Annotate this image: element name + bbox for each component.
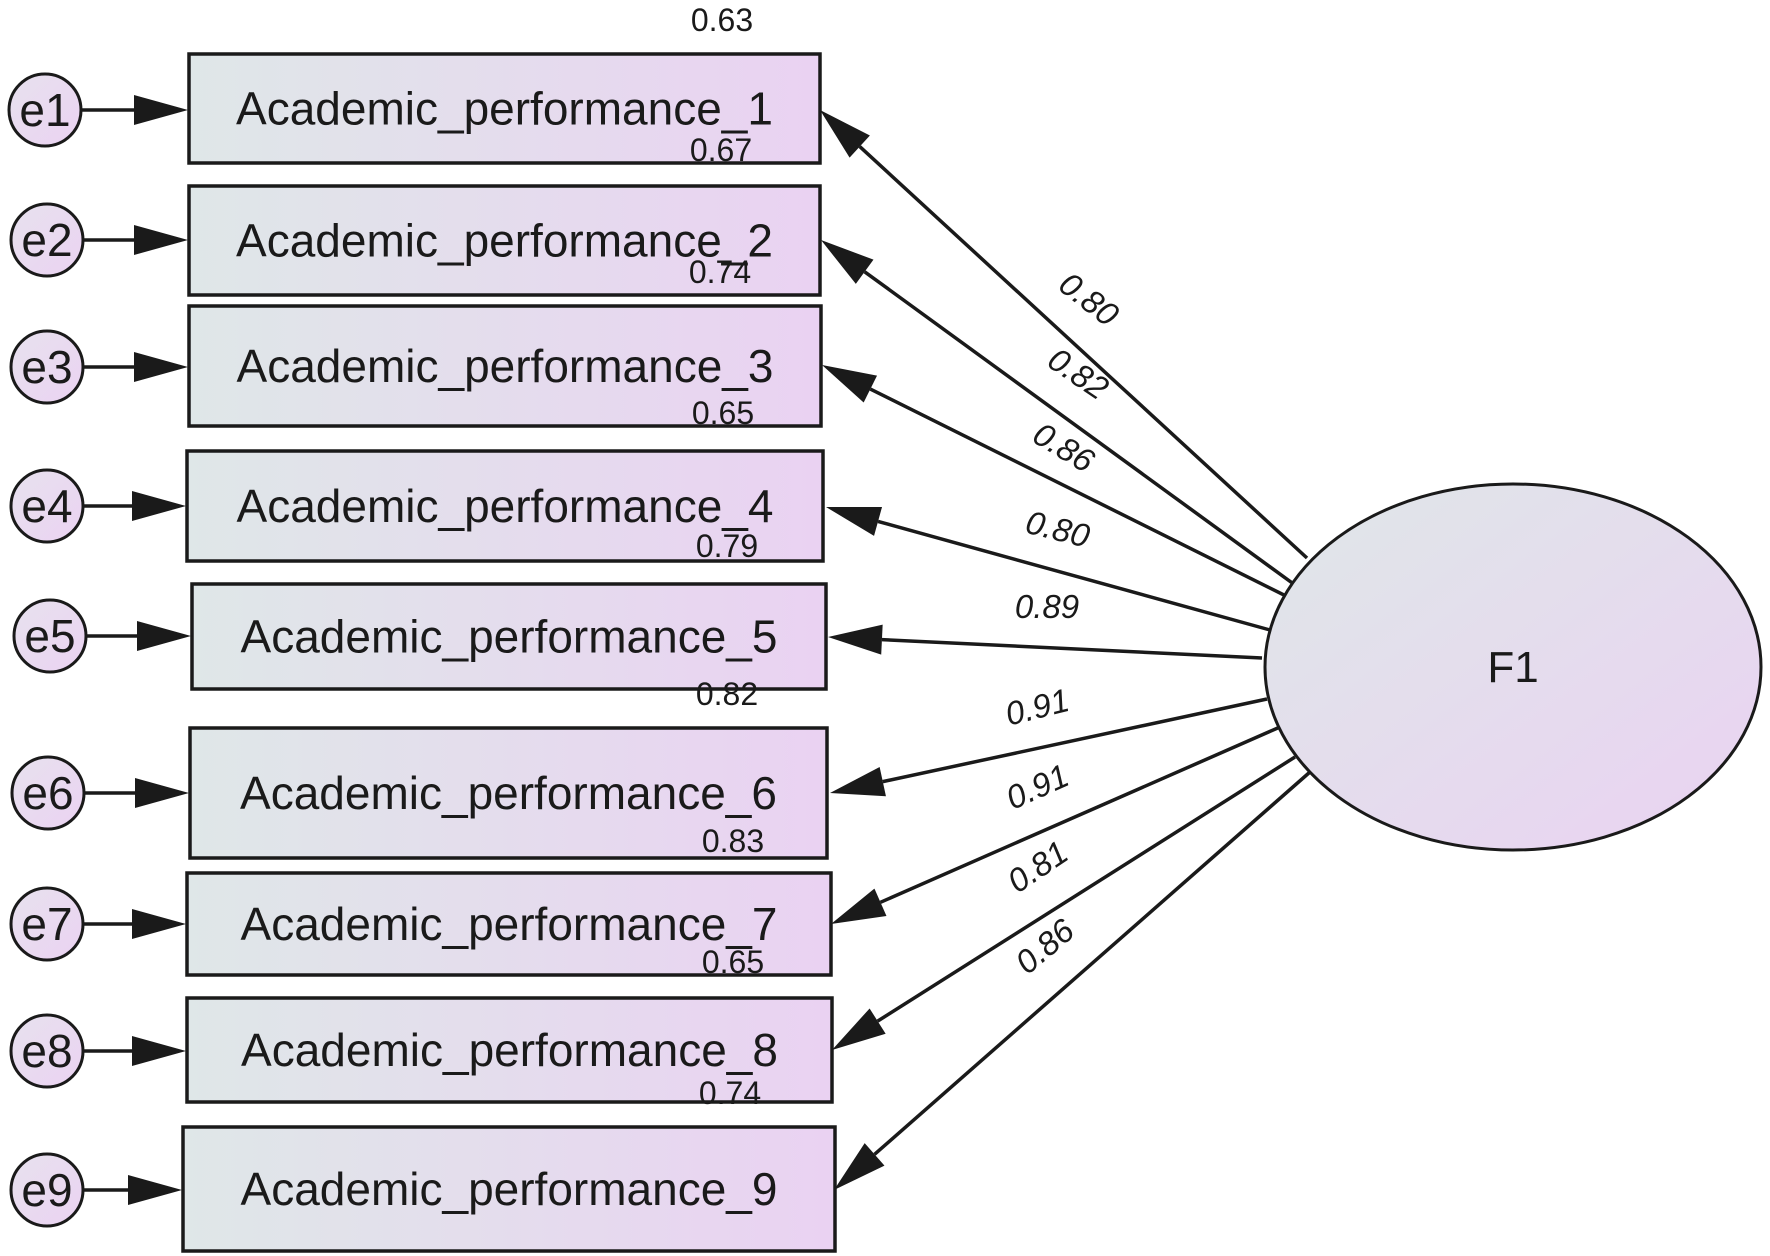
indicator-box[interactable] bbox=[181, 1125, 837, 1253]
indicator-label: Academic_performance_1 bbox=[236, 83, 773, 135]
indicator-6[interactable]: e6 Academic_performance_6 0.82 bbox=[10, 676, 829, 860]
loading-label-4: 0.80 bbox=[1022, 503, 1094, 555]
indicator-label: Academic_performance_3 bbox=[237, 340, 774, 392]
indicator-label: Academic_performance_8 bbox=[241, 1024, 778, 1076]
loading-arrowhead bbox=[828, 624, 883, 655]
loading-arrowhead bbox=[820, 110, 870, 158]
error-arrowhead bbox=[134, 95, 188, 125]
indicator-box[interactable] bbox=[187, 52, 822, 165]
r-squared-label-6: 0.82 bbox=[696, 676, 758, 712]
error-arrowhead bbox=[132, 1036, 186, 1066]
indicator-box[interactable] bbox=[190, 582, 828, 691]
indicator-box[interactable] bbox=[185, 871, 833, 977]
loading-label-1: 0.80 bbox=[1052, 265, 1126, 334]
loading-arrowhead bbox=[832, 1008, 886, 1050]
indicator-label: Academic_performance_6 bbox=[240, 767, 777, 819]
error-arrowhead bbox=[135, 778, 189, 808]
indicator-1[interactable]: e1 Academic_performance_1 0.63 bbox=[7, 2, 822, 165]
loading-path-line bbox=[879, 725, 1281, 904]
error-arrowhead bbox=[132, 909, 186, 939]
loading-arrowhead bbox=[822, 365, 878, 403]
loading-arrowhead bbox=[834, 1143, 885, 1190]
loading-arrowhead bbox=[831, 888, 887, 924]
indicator-2[interactable]: e2 Academic_performance_2 0.67 bbox=[9, 132, 822, 297]
loading-path-line bbox=[882, 697, 1268, 784]
error-arrowhead bbox=[134, 225, 188, 255]
loading-path-3: 0.86 bbox=[822, 365, 1291, 600]
indicator-9[interactable]: e9 Academic_performance_9 0.74 bbox=[9, 1075, 837, 1253]
indicator-label: Academic_performance_5 bbox=[241, 611, 778, 663]
indicator-4[interactable]: e4 Academic_performance_4 0.65 bbox=[9, 395, 825, 563]
loading-path-line bbox=[881, 637, 1263, 660]
r-squared-label-9: 0.74 bbox=[699, 1075, 761, 1111]
loading-label-3: 0.86 bbox=[1027, 415, 1102, 480]
indicator-8[interactable]: e8 Academic_performance_8 0.65 bbox=[9, 944, 834, 1104]
error-term-label: e8 bbox=[21, 1025, 72, 1077]
loading-arrowhead bbox=[821, 240, 874, 284]
r-squared-label-2: 0.67 bbox=[690, 132, 752, 168]
loading-arrowhead bbox=[830, 766, 886, 797]
indicator-box[interactable] bbox=[187, 184, 822, 297]
loading-label-2: 0.82 bbox=[1041, 340, 1115, 407]
loading-path-5: 0.89 bbox=[828, 588, 1263, 660]
r-squared-label-8: 0.65 bbox=[702, 944, 764, 980]
error-term-label: e2 bbox=[21, 214, 72, 266]
loading-label-9: 0.86 bbox=[1008, 911, 1081, 981]
loading-arrowhead bbox=[826, 506, 883, 536]
error-term-label: e9 bbox=[21, 1164, 72, 1216]
r-squared-label-7: 0.83 bbox=[702, 823, 764, 859]
indicator-3[interactable]: e3 Academic_performance_3 0.74 bbox=[9, 254, 823, 428]
loading-label-6: 0.91 bbox=[1002, 681, 1073, 732]
error-term-label: e5 bbox=[24, 610, 75, 662]
r-squared-label-4: 0.65 bbox=[692, 395, 754, 431]
error-arrowhead bbox=[134, 352, 188, 382]
indicator-label: Academic_performance_9 bbox=[241, 1163, 778, 1215]
indicator-7[interactable]: e7 Academic_performance_7 0.83 bbox=[9, 823, 833, 977]
r-squared-label-5: 0.79 bbox=[696, 528, 758, 564]
factor-label: F1 bbox=[1487, 643, 1538, 692]
error-term-label: e1 bbox=[19, 84, 70, 136]
loading-path-line bbox=[876, 755, 1296, 1023]
r-squared-label-1: 0.63 bbox=[691, 2, 753, 38]
indicator-box[interactable] bbox=[185, 449, 825, 563]
indicator-label: Academic_performance_7 bbox=[241, 898, 778, 950]
loading-path-1: 0.80 bbox=[820, 110, 1309, 560]
loading-label-7: 0.91 bbox=[1000, 757, 1074, 817]
loading-path-7: 0.91 bbox=[831, 725, 1281, 924]
error-term-label: e4 bbox=[21, 480, 72, 532]
loading-path-line bbox=[869, 387, 1291, 600]
loading-path-line bbox=[877, 519, 1271, 632]
indicator-box[interactable] bbox=[185, 996, 834, 1104]
loading-label-5: 0.89 bbox=[1015, 588, 1079, 625]
factor-ellipse[interactable] bbox=[1263, 482, 1763, 852]
loading-path-line bbox=[873, 770, 1312, 1156]
indicator-5[interactable]: e5 Academic_performance_5 0.79 bbox=[12, 528, 828, 691]
loading-path-8: 0.81 bbox=[832, 755, 1296, 1050]
indicator-box[interactable] bbox=[187, 304, 823, 428]
error-arrowhead bbox=[128, 1175, 182, 1205]
indicator-label: Academic_performance_2 bbox=[236, 215, 773, 267]
r-squared-label-3: 0.74 bbox=[689, 254, 751, 290]
error-term-label: e3 bbox=[21, 341, 72, 393]
error-arrowhead bbox=[137, 621, 191, 651]
loading-path-line bbox=[858, 145, 1309, 560]
latent-factor[interactable]: F1 bbox=[1263, 482, 1763, 852]
indicator-label: Academic_performance_4 bbox=[237, 480, 774, 532]
loading-path-9: 0.86 bbox=[834, 770, 1312, 1190]
error-term-label: e7 bbox=[21, 898, 72, 950]
error-term-label: e6 bbox=[22, 767, 73, 819]
loading-path-line bbox=[863, 270, 1297, 587]
error-arrowhead bbox=[132, 491, 186, 521]
factor-loading-paths: 0.800.820.860.800.890.910.910.810.86 bbox=[820, 110, 1312, 1190]
indicator-box[interactable] bbox=[188, 726, 829, 860]
